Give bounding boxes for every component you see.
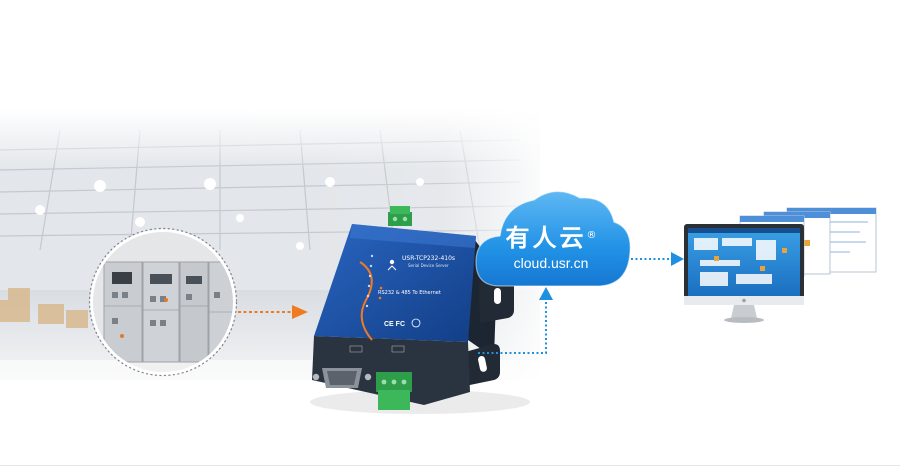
brand-name: 有人云® [505, 224, 597, 252]
registered-mark: ® [586, 230, 597, 241]
bottom-divider [0, 465, 900, 466]
device-subtitle-label: Serial Device Server [408, 263, 449, 268]
device-model-label: USR-TCP232-410s [402, 255, 456, 262]
device-conversion-label: RS232 & 485 To Ethernet [378, 290, 441, 296]
orange-arrow [238, 305, 308, 319]
electrical-cabinet-photo [88, 227, 238, 377]
monitor-icon [684, 207, 877, 323]
cloud-brand: 有人云® cloud.usr.cn [496, 224, 606, 272]
cloud-icon [475, 190, 631, 287]
serial-server-device: CE FC [310, 206, 530, 414]
device-to-cloud-arrow [478, 287, 553, 354]
brand-url: cloud.usr.cn [513, 255, 589, 271]
svg-text:CE FC: CE FC [384, 321, 405, 328]
cloud-to-monitor-arrow [622, 252, 684, 266]
